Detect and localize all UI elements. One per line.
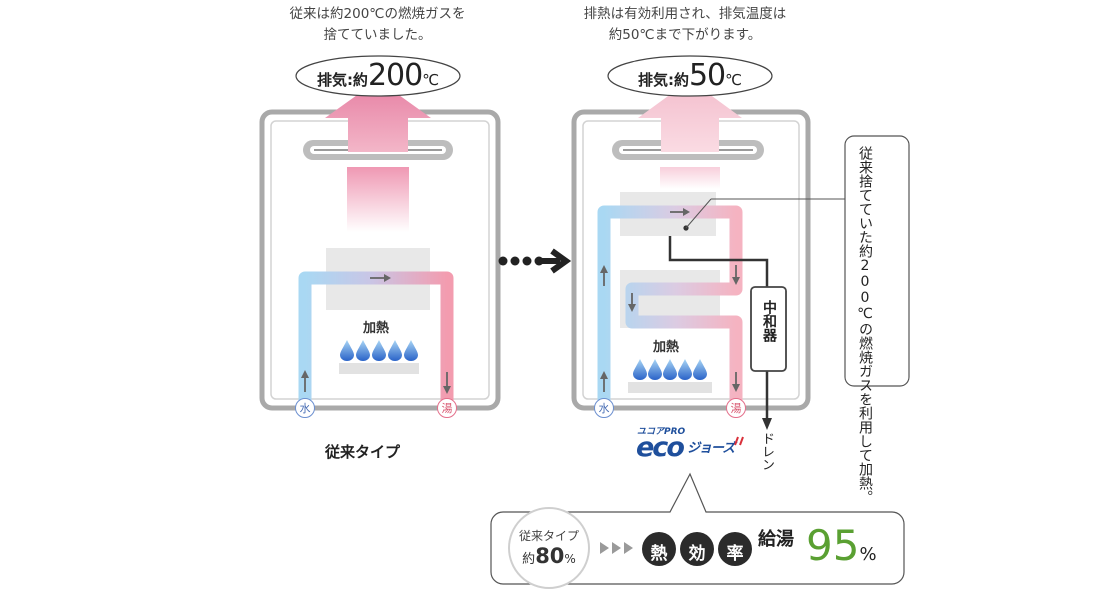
left-burner [339,363,419,374]
triple-arrow-icon [600,542,633,554]
left-exhaust-oval [295,55,461,97]
char-3: 率 [726,544,744,564]
left-water-label: 水 [295,398,315,418]
char-2: 効 [688,544,706,564]
left-hot-label: 湯 [437,398,457,418]
eco-logo-top: ユコアPRO [637,427,686,437]
eco-logo-jozu: ジョーズ [687,441,735,456]
old-efficiency: 約80% [522,544,576,568]
right-water-pipe [597,205,743,400]
left-type-label: 従来タイプ [325,443,401,461]
left-heating-label: 加熱 [363,321,390,336]
right-exhaust-arrow [638,80,742,152]
new-efficiency: 95% [806,521,877,570]
char-circle-1 [642,532,676,566]
right-heating-label: 加熱 [653,340,680,355]
right-hot-label: 湯 [726,398,746,418]
char-circle-2 [680,532,714,566]
left-caption: 従来は約200℃の燃焼ガスを 捨てていました。 [289,6,466,43]
char-circle-3 [718,532,752,566]
right-burner [628,382,712,393]
char-1: 熱 [650,544,668,564]
left-flames [340,340,418,361]
right-diagram [571,55,910,430]
old-type-label: 従来タイプ [518,529,579,543]
right-caption: 排熱は有効利用され、排気温度は 約50℃まで下がります。 [583,6,787,43]
neutralizer-label: 中和器 [761,300,777,342]
eco-logo: ユコアPRO eco ジョーズ [636,424,748,466]
old-type-circle [508,507,590,589]
hot-water-label: 給湯 [758,529,794,550]
transition-arrow [498,248,572,274]
left-diagram [259,55,501,411]
drain-label: ドレン [759,432,774,471]
callout-box [844,135,910,387]
right-exhaust-oval [607,55,773,97]
right-water-label: 水 [594,398,614,418]
left-exhaust-arrow [325,80,431,152]
right-flames [633,359,707,380]
eco-logo-main: eco [636,432,685,463]
logo-accent-icon [734,436,744,446]
neutralizer-box [750,286,787,372]
